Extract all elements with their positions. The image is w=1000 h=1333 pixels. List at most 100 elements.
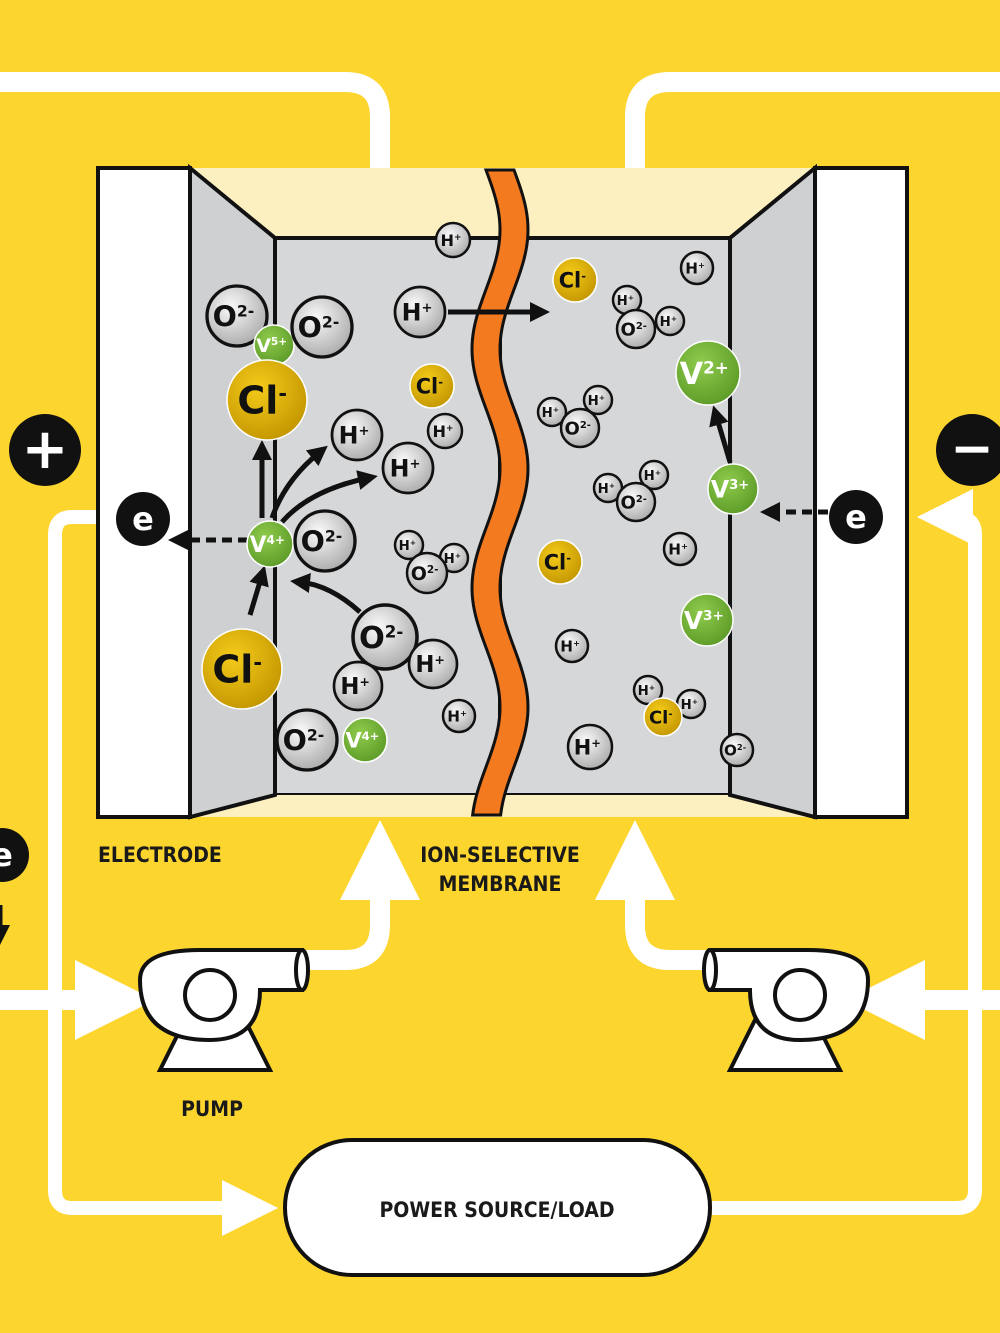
pipe-right-out [595,820,710,970]
ion-o: O2- [615,308,657,350]
ion-o: O2- [293,509,357,573]
ion-label: H+ [588,393,605,409]
ion-label: V5+ [256,335,287,357]
ion-label: O2- [283,724,325,757]
membrane-label-1: ION-SELECTIVE [420,843,580,867]
ion-selective-membrane [470,168,530,817]
ion-circle [201,628,283,710]
ion-circle [536,396,568,428]
ions: O2-V5+O2-Cl-H+H+Cl-H+H+H+V4+O2-H+H+O2-Cl… [201,221,759,772]
ion-circle [643,697,683,737]
ion-h: H+ [632,674,664,706]
ion-label: H+ [617,293,634,309]
ion-o: O2- [290,295,354,359]
ion-circle [293,509,357,573]
ion-circle [393,529,425,561]
ion-h: H+ [638,459,670,491]
ion-h: H+ [393,529,425,561]
ion-circle [434,221,472,259]
ion-circle [552,257,598,303]
ion-label: H+ [560,637,580,655]
ion-cl: Cl- [537,539,583,585]
electrode-label: ELECTRODE [98,843,222,867]
ion-v: V3+ [707,463,759,515]
ion-label: H+ [340,674,370,700]
ion-label: V2+ [680,357,729,392]
ion-circle [537,539,583,585]
ion-circle [409,363,455,409]
ion-label: H+ [574,736,601,760]
ion-o: O2- [275,708,339,772]
ion-circle [719,732,755,768]
electron-label: e [845,498,867,536]
ion-circle [205,284,269,348]
ion-o: O2- [719,732,755,768]
ion-label: H+ [681,697,698,713]
ion-circle [638,459,670,491]
ion-cl: Cl- [643,697,683,737]
power-label: POWER SOURCE/LOAD [379,1198,614,1222]
ion-label: Cl- [212,648,262,692]
ion-h: H+ [536,396,568,428]
ion-v: V3+ [680,593,734,647]
electron-left: e [116,492,170,546]
ion-o: O2- [205,284,269,348]
ion-label: H+ [399,538,416,554]
ion-label: Cl- [544,551,572,575]
pump-right [702,948,871,1072]
wire-right [712,489,982,1215]
pump-label: PUMP [181,1097,243,1121]
ion-h: H+ [381,441,435,495]
ion-circle [393,285,447,339]
ion-label: H+ [444,551,461,567]
ion-h: H+ [582,384,614,416]
ion-label: O2- [724,741,747,759]
ion-o: O2- [559,407,601,449]
ion-circle [407,638,459,690]
ion-label: H+ [542,405,559,421]
ion-circle [342,717,388,763]
ion-label: Cl- [649,707,673,728]
ion-circle [582,384,614,416]
ion-label: H+ [644,468,661,484]
ion-label: H+ [402,299,433,327]
ion-label: V3+ [711,476,749,504]
ion-circle [226,359,308,441]
pipe-left-top [0,72,390,205]
membrane-label-2: MEMBRANE [439,872,562,896]
ion-label: V4+ [250,533,285,558]
power-source-load: POWER SOURCE/LOAD [283,1138,712,1277]
ion-h: H+ [434,221,472,259]
ion-label: H+ [638,683,655,699]
ion-label: O2- [359,621,403,656]
ion-circle [275,708,339,772]
ion-label: H+ [415,652,445,678]
ion-circle [675,340,741,406]
ion-h: H+ [679,250,715,286]
ion-cl: Cl- [201,628,283,710]
ion-label: O2- [301,525,343,558]
ion-o: O2- [405,551,449,595]
ion-circle [330,408,384,462]
ion-label: H+ [598,481,615,497]
ion-h: H+ [554,628,590,664]
ion-circle [707,463,759,515]
ion-circle [426,412,464,450]
ion-v: V2+ [675,340,741,406]
electron-label: e [132,500,154,538]
ion-circle [632,674,664,706]
ion-circle [332,660,384,712]
ion-v: V5+ [253,324,295,366]
ion-h: H+ [426,412,464,450]
ion-label: O2- [621,319,647,340]
ion-label: V4+ [345,729,379,753]
negative-terminal: − [936,414,1000,486]
pipe-right-top [625,72,1000,205]
ion-circle [554,628,590,664]
pump-left [137,948,310,1072]
ion-cl: Cl- [552,257,598,303]
ion-label: H+ [447,707,467,725]
ion-circle [654,305,686,337]
ion-label: Cl- [559,269,587,293]
